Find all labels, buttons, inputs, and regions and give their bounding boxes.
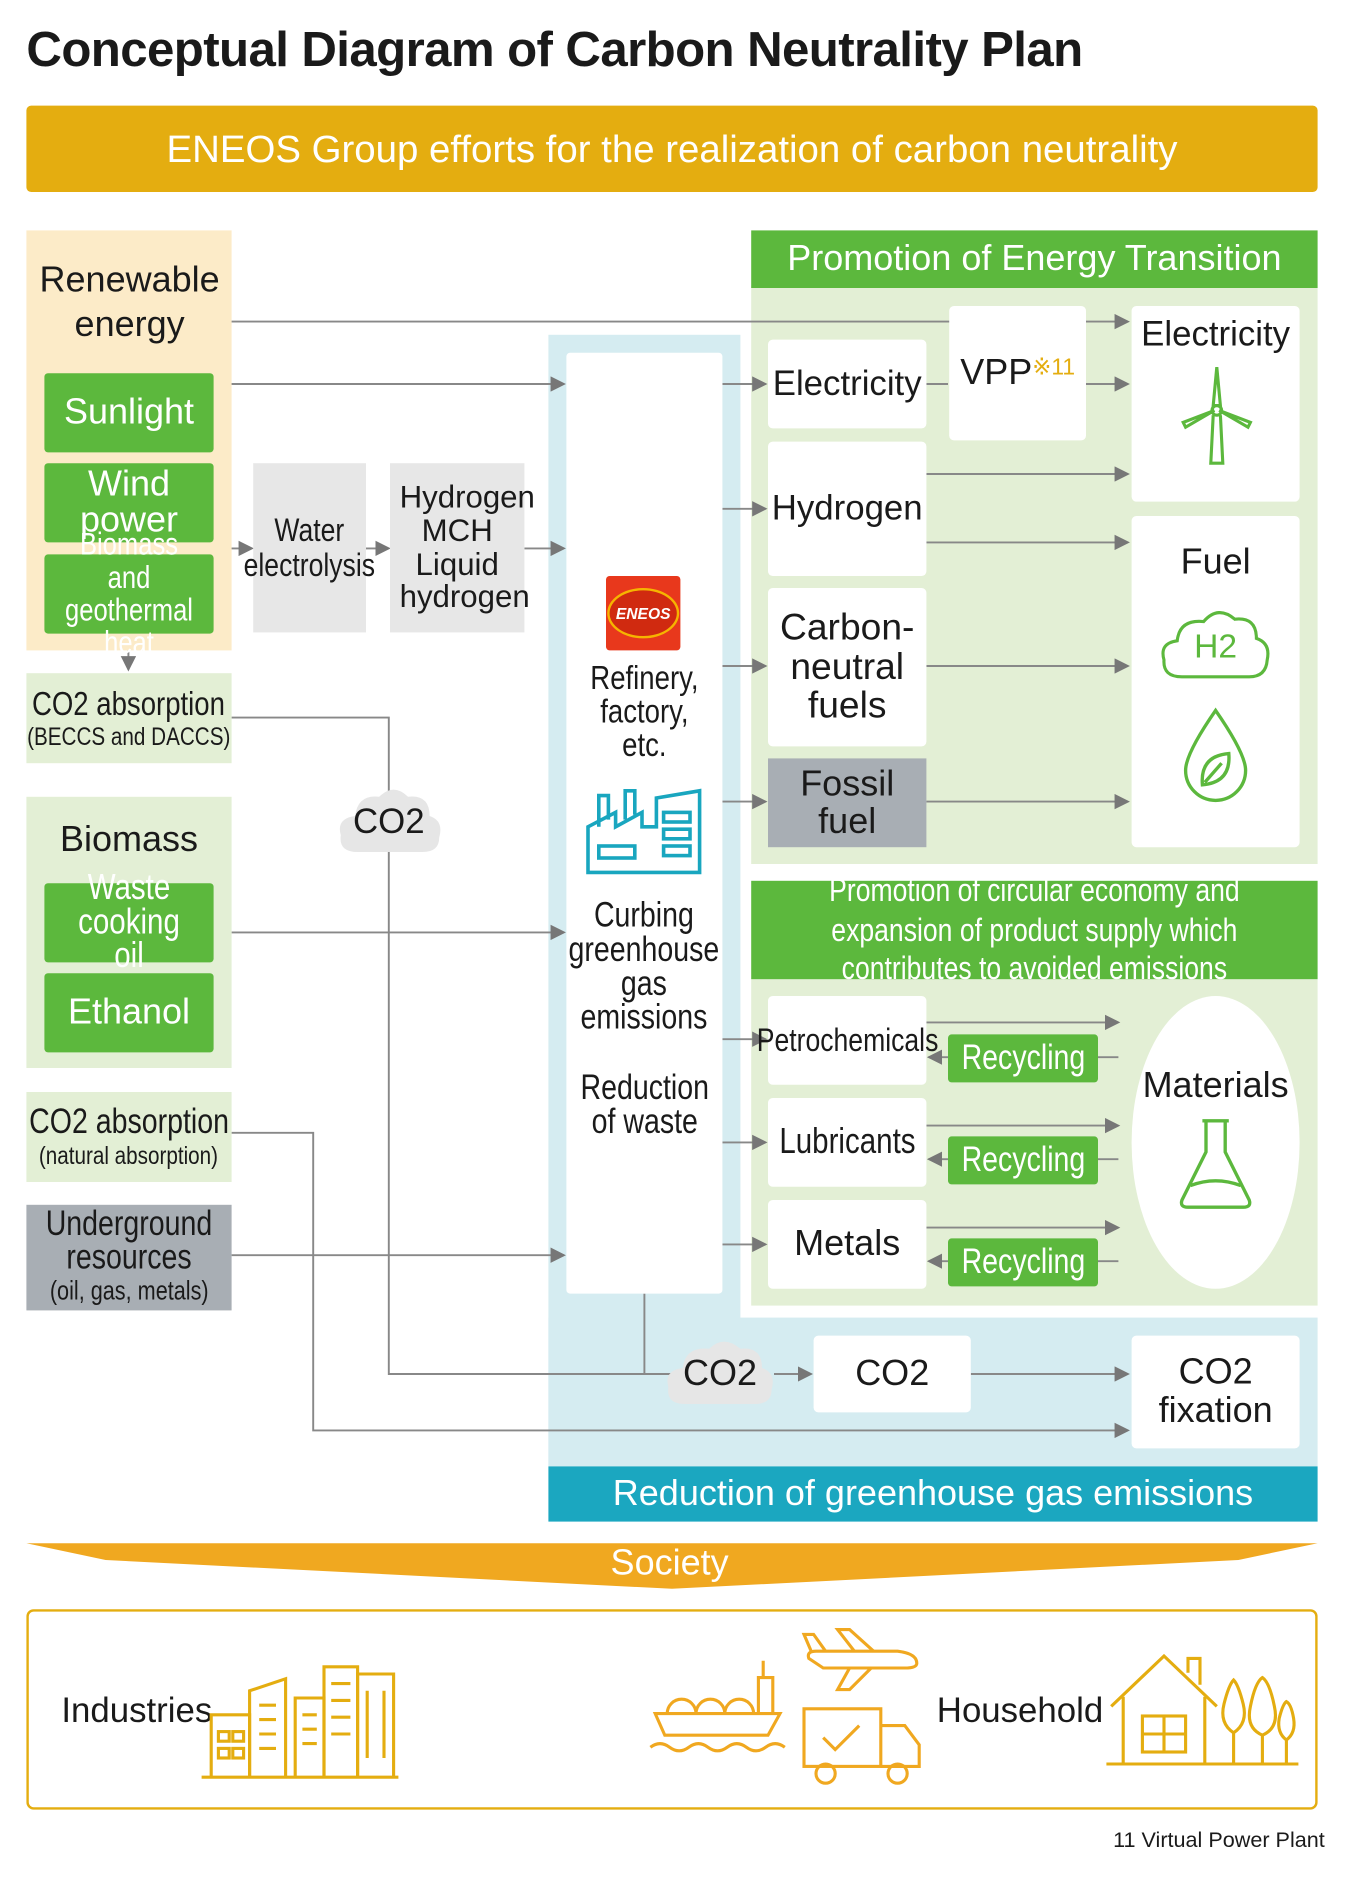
- airplane-icon: [801, 1628, 919, 1692]
- recycling-box-2: Recycling: [948, 1136, 1098, 1185]
- vpp-footnote-mark: ※11: [1032, 355, 1076, 381]
- underground-resources-box: Underground resources (oil, gas, metals): [26, 1204, 232, 1311]
- materials-oval: [1131, 996, 1300, 1289]
- society-band: [26, 1543, 1318, 1589]
- footnote: 11 Virtual Power Plant: [1113, 1827, 1325, 1852]
- house-icon: [1106, 1653, 1299, 1766]
- biomass-geothermal-box: Biomass and geothermal heat: [44, 528, 214, 659]
- h2-label: H2: [1194, 627, 1238, 665]
- vpp-box: VPP ※11: [949, 306, 1086, 441]
- circular-economy-header: Promotion of circular economy and expans…: [751, 873, 1318, 987]
- ghg-reduction-bar: Reduction of greenhouse gas emissions: [548, 1466, 1318, 1522]
- co2-cloud-bottom-label: CO2: [682, 1353, 758, 1394]
- sunlight-box: Sunlight: [44, 373, 214, 453]
- hydrogen-mch-box: Hydrogen MCH Liquid hydrogen: [390, 463, 535, 633]
- co2-cloud-icon: [339, 789, 441, 853]
- reduction-of-waste-label: Reduction of waste: [580, 1068, 709, 1142]
- water-electrolysis-label: Water electrolysis: [243, 512, 376, 583]
- co2-box: CO2: [813, 1335, 971, 1413]
- waste-cooking-oil-label: Waste cooking oil: [78, 867, 180, 976]
- electricity-output-label: Electricity: [1141, 315, 1291, 354]
- society-label: Society: [610, 1543, 729, 1583]
- refinery-factory-label: Refinery, factory, etc.: [590, 658, 699, 764]
- water-electrolysis-box: Water electrolysis: [244, 463, 375, 633]
- curbing-emissions-label: Curbing greenhouse gas emissions: [569, 896, 720, 1038]
- metals-box: Metals: [768, 1200, 927, 1289]
- fossil-fuel-box: Fossil fuel: [768, 758, 927, 848]
- electricity-output-box: [1131, 306, 1300, 502]
- electricity-box: Electricity: [768, 339, 927, 429]
- fuel-output-label: Fuel: [1180, 542, 1251, 582]
- energy-transition-header: Promotion of Energy Transition: [751, 230, 1318, 288]
- underground-resources-label: Underground resources: [45, 1205, 213, 1277]
- page-title: Conceptual Diagram of Carbon Neutrality …: [26, 21, 1083, 77]
- co2-absorption-beccs-box: CO2 absorption (BECCS and DACCS): [26, 673, 232, 764]
- biomass-geothermal-label: Biomass and geothermal heat: [64, 526, 193, 661]
- co2-absorption-natural-box: CO2 absorption (natural absorption): [26, 1092, 232, 1182]
- wind-turbine-icon: [1181, 367, 1253, 465]
- co2-cloud-label: CO2: [353, 802, 425, 841]
- society-frame: [26, 1609, 1318, 1810]
- carbon-neutral-fuels-label: Carbon-neutral fuels: [780, 606, 915, 727]
- eneos-logo-text: ENEOS: [615, 604, 671, 623]
- co2-absorption-sub: (BECCS and DACCS): [27, 723, 231, 751]
- hydrogen-box: Hydrogen: [768, 441, 927, 576]
- co2-cloud-bottom-icon: [667, 1341, 773, 1404]
- biofuel-drop-icon: [1183, 707, 1248, 802]
- vpp-label: VPP: [960, 352, 1033, 393]
- co2-absorption-natural-sub: (natural absorption): [39, 1142, 219, 1170]
- underground-resources-sub: (oil, gas, metals): [49, 1275, 209, 1306]
- co2-absorption-label: CO2 absorption: [32, 684, 226, 722]
- petrochemicals-box: Petrochemicals: [756, 996, 938, 1085]
- industries-buildings-icon: [201, 1665, 399, 1779]
- fuel-output-box: [1131, 516, 1300, 848]
- eneos-logo-icon: ENEOS: [606, 576, 681, 651]
- materials-label: Materials: [1142, 1065, 1289, 1106]
- co2-absorption-natural-label: CO2 absorption: [29, 1102, 229, 1142]
- h2-cloud-icon: [1161, 611, 1270, 679]
- household-label: Household: [936, 1691, 1104, 1730]
- industries-label: Industries: [61, 1691, 213, 1730]
- renewable-energy-title: Renewable energy: [39, 259, 220, 345]
- factory-icon: [586, 788, 702, 875]
- eneos-efforts-banner: ENEOS Group efforts for the realization …: [26, 105, 1318, 192]
- fossil-fuel-label: Fossil fuel: [800, 763, 895, 842]
- carbon-neutral-fuels-box: Carbon-neutral fuels: [768, 588, 927, 747]
- flask-icon: [1179, 1119, 1252, 1209]
- delivery-truck-icon: [802, 1707, 921, 1785]
- lubricants-box: Lubricants: [768, 1098, 927, 1187]
- recycling-box-1: Recycling: [948, 1034, 1098, 1083]
- hydrogen-mch-label: Hydrogen MCH Liquid hydrogen: [399, 479, 535, 615]
- wind-power-box: Wind power: [44, 463, 214, 543]
- recycling-box-3: Recycling: [948, 1238, 1098, 1287]
- ship-icon: [649, 1660, 786, 1753]
- biomass-title: Biomass: [59, 819, 199, 860]
- ethanol-box: Ethanol: [44, 973, 214, 1053]
- waste-cooking-oil-box: Waste cooking oil: [44, 870, 214, 974]
- co2-fixation-box: CO2 fixation: [1131, 1335, 1300, 1449]
